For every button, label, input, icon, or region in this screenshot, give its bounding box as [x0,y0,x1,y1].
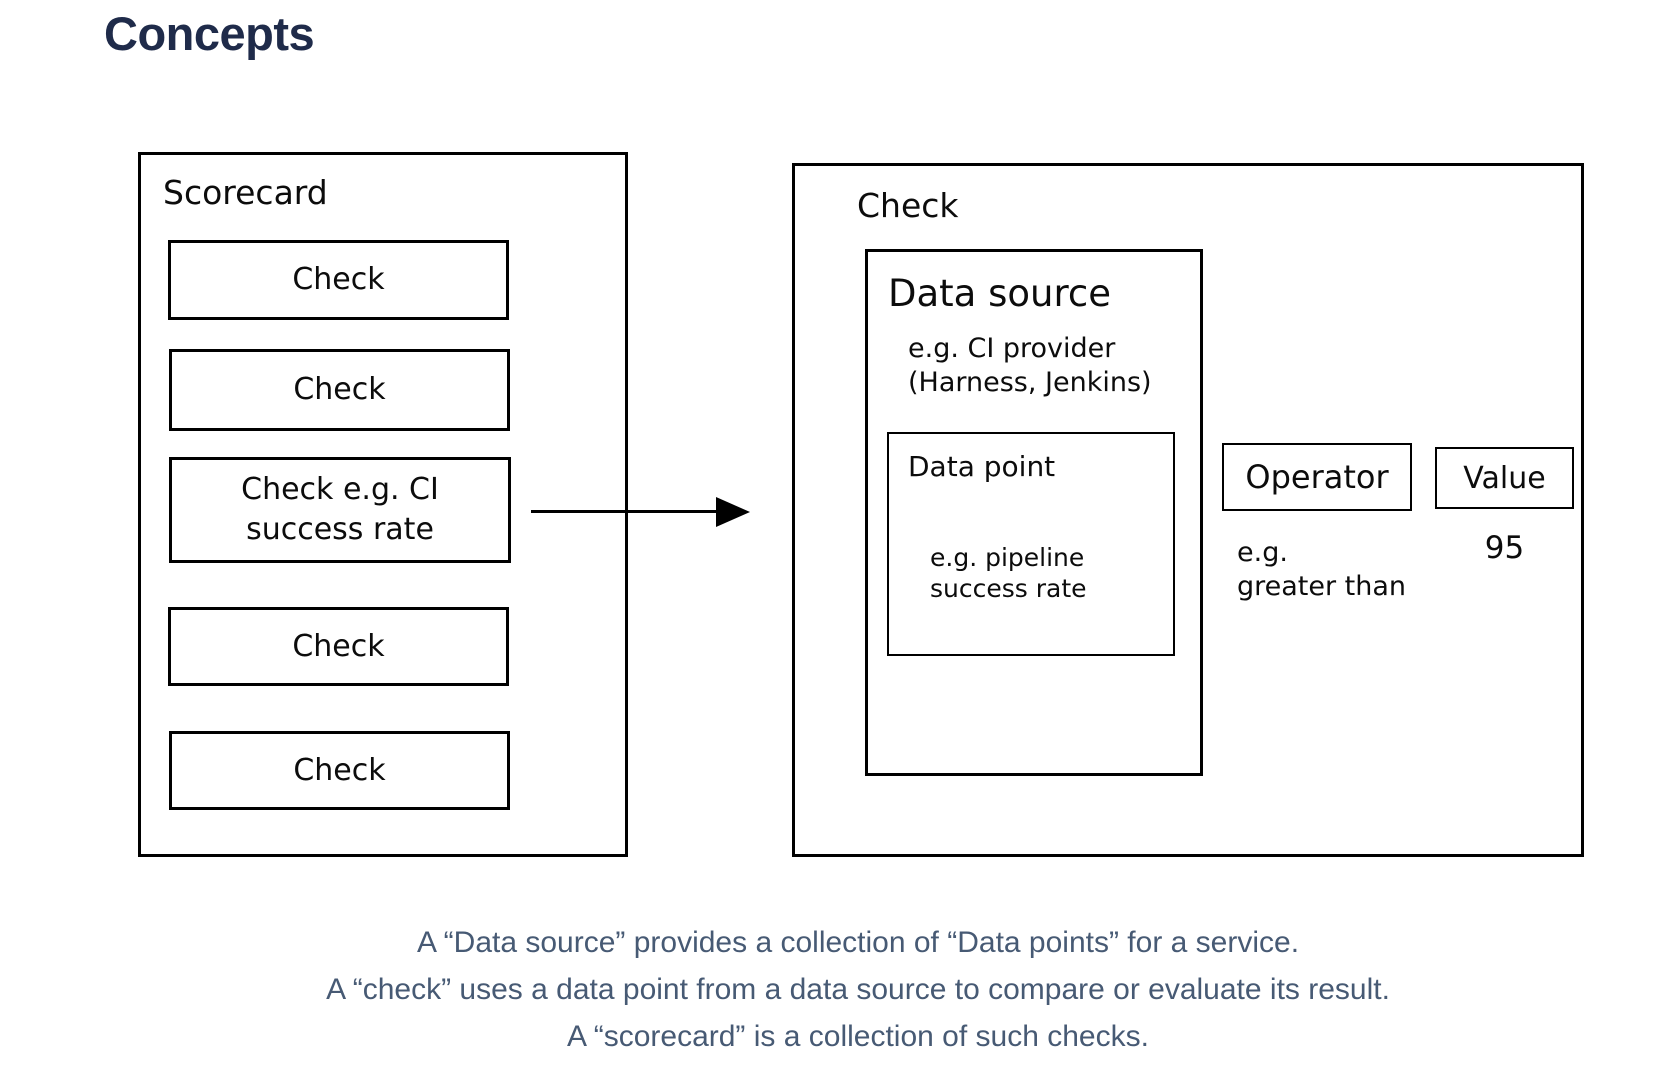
operator-box: Operator [1222,443,1412,511]
value-box: Value [1435,447,1574,509]
data-source-label: Data source [888,272,1111,315]
scorecard-check-item: Check [169,731,510,810]
data-source-example: e.g. CI provider (Harness, Jenkins) [908,332,1152,400]
value-example: 95 [1484,530,1525,566]
data-source-box: Data source e.g. CI provider (Harness, J… [865,249,1203,776]
scorecard-label: Scorecard [163,173,328,212]
scorecard-check-item: Check [168,240,509,320]
scorecard-check-item: Check [168,607,509,686]
scorecard-check-item-ci-success-rate: Check e.g. CI success rate [169,457,511,563]
page-title: Concepts [104,7,315,60]
operator-label: Operator [1245,458,1389,496]
scorecard-box: Scorecard Check Check Check e.g. CI succ… [138,152,628,857]
arrow-line [531,510,716,513]
data-point-label: Data point [908,450,1056,483]
caption-line: A “check” uses a data point from a data … [326,973,1390,1006]
data-source-example-line: e.g. CI provider [908,333,1116,364]
scorecard-check-item: Check [169,349,510,431]
data-point-example-line: e.g. pipeline [930,543,1085,572]
check-detail-label: Check [857,186,959,225]
check-detail-box: Check Data source e.g. CI provider (Harn… [792,163,1584,857]
check-item-label: Check [292,628,385,664]
data-source-example-line: (Harness, Jenkins) [908,367,1152,398]
operator-example-line: greater than [1237,571,1407,602]
operator-example-line: e.g. [1237,537,1288,568]
check-item-label: Check [293,372,386,407]
data-point-example-line: success rate [930,574,1087,603]
data-point-box: Data point e.g. pipeline success rate [887,432,1175,656]
caption-line: A “scorecard” is a collection of such ch… [567,1020,1149,1053]
check-item-label: Check [293,752,386,788]
caption-line: A “Data source” provides a collection of… [416,926,1300,959]
caption-block: A “Data source” provides a collection of… [56,919,1660,1060]
data-point-example: e.g. pipeline success rate [930,542,1087,604]
check-item-label: Check [292,262,385,297]
check-item-label: Check e.g. CI success rate [241,472,439,547]
arrow-head-icon [716,497,750,527]
operator-example: e.g. greater than [1237,536,1406,604]
value-label: Value [1463,460,1546,496]
